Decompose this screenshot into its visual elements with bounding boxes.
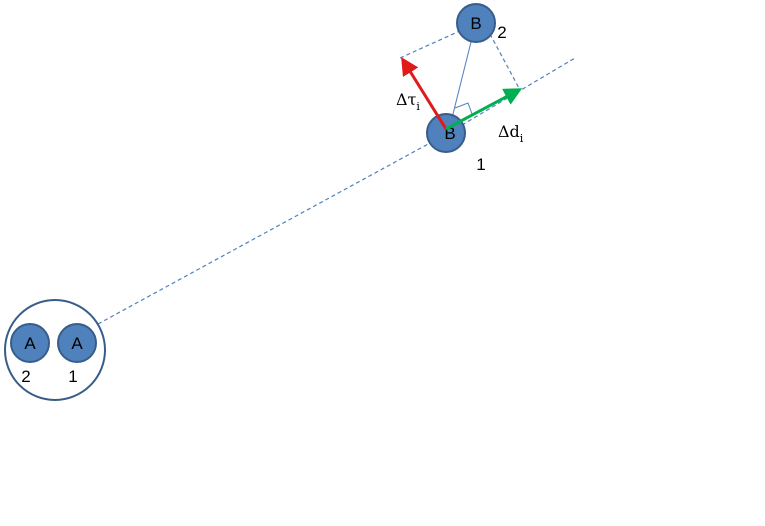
node-a1: A: [57, 323, 97, 363]
node-b1-index: 1: [476, 155, 485, 174]
node-b2-label: B: [470, 14, 481, 33]
node-b1-label: B: [444, 124, 455, 143]
node-a2: A: [10, 323, 50, 363]
delta-d-label: Δdi: [498, 122, 524, 145]
node-a1-index: 1: [68, 367, 77, 386]
delta-tau-arrow: [401, 56, 448, 130]
node-b2-index: 2: [497, 23, 506, 42]
dashed-guide-line-main: [97, 142, 431, 325]
delta-tau-subscript: i: [416, 100, 420, 113]
right-angle-marker: [454, 102, 473, 115]
a-group-container: [4, 299, 106, 401]
b1-b2-connector: [451, 37, 473, 119]
delta-tau-label: Δτi: [396, 90, 420, 113]
dashed-projection-top: [399, 29, 463, 59]
dashed-projection-right: [489, 33, 521, 91]
node-a1-label: A: [71, 334, 83, 353]
node-b2: B: [456, 3, 496, 43]
delta-d-arrow: [445, 88, 523, 131]
delta-tau-symbol: Δτ: [396, 90, 417, 109]
delta-d-subscript: i: [520, 132, 524, 145]
delta-d-symbol: Δd: [498, 122, 520, 141]
node-b1: B: [426, 113, 466, 153]
node-a2-index: 2: [21, 367, 30, 386]
node-a2-label: A: [24, 334, 36, 353]
